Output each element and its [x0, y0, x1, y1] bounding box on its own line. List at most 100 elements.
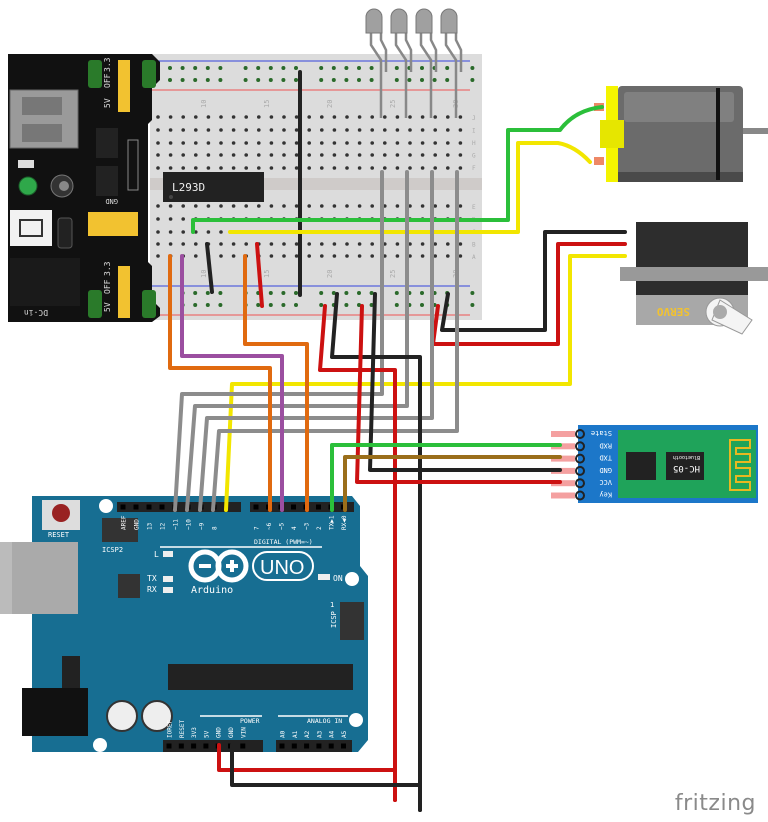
analog-pin[interactable] — [291, 743, 297, 749]
rail-hole — [319, 66, 324, 70]
digital-pin[interactable] — [291, 504, 296, 510]
column-number: 25 — [389, 270, 397, 278]
breadboard-hole — [458, 204, 463, 208]
digital-pin[interactable] — [159, 504, 165, 510]
breadboard-hole — [168, 230, 173, 234]
rail-hole — [319, 78, 324, 82]
bottom-voltage-jumper[interactable] — [118, 266, 130, 318]
power-pin-label: GND — [216, 727, 223, 738]
top-power-pins — [88, 60, 102, 88]
label-5v-bottom: 5V — [103, 302, 112, 312]
wire-green-hc05-rxd[interactable] — [330, 443, 562, 512]
wire-black-rail[interactable] — [330, 292, 422, 812]
hc05-pin[interactable] — [575, 453, 585, 464]
wire-brown-hc05-txd[interactable] — [343, 455, 562, 512]
digital-pin-label: 4 — [291, 526, 298, 530]
gnd-header[interactable] — [88, 212, 138, 236]
breadboard-hole — [395, 166, 400, 170]
reset-button-cap[interactable] — [52, 504, 70, 522]
power-pin[interactable] — [191, 743, 197, 749]
hc05-pin[interactable] — [575, 465, 585, 476]
wire-gray-led-3[interactable] — [198, 170, 434, 512]
power-pin[interactable] — [166, 743, 172, 749]
hc05-pin-lead — [551, 431, 575, 437]
analog-pin[interactable] — [304, 743, 310, 749]
breadboard-hole — [383, 128, 387, 132]
uno-badge — [252, 551, 314, 581]
breadboard-hole — [156, 254, 160, 258]
wire-yellow-servo[interactable] — [224, 254, 627, 512]
column-number: 20 — [326, 100, 334, 108]
wire-red-5v[interactable] — [217, 743, 397, 802]
wire-yellow-motor[interactable] — [228, 141, 592, 234]
led-tx — [163, 576, 173, 582]
digital-pin[interactable] — [253, 504, 259, 510]
analog-pin[interactable] — [341, 743, 346, 749]
digital-pin[interactable] — [146, 504, 152, 510]
wire-black-hc05-gnd[interactable] — [368, 292, 562, 472]
dc-in-jack[interactable] — [10, 258, 80, 306]
led-body — [390, 8, 408, 34]
digital-pin[interactable] — [120, 504, 126, 510]
breadboard-hole — [244, 128, 248, 132]
hc05-pin-lead — [551, 467, 575, 474]
breadboard-hole — [294, 153, 299, 157]
wire-black-gnd[interactable] — [230, 743, 422, 812]
atmega16u2-chip — [118, 574, 140, 598]
hc05-pin[interactable] — [575, 429, 585, 439]
wire-gray-led-2[interactable] — [185, 170, 409, 512]
breadboard-hole — [420, 166, 425, 170]
digital-pin-label: ~6 — [266, 522, 273, 530]
wire-black-gnd-jumper[interactable] — [205, 242, 214, 294]
hc05-pin-label: VCC — [599, 478, 612, 486]
wire-red-rail[interactable] — [318, 304, 397, 802]
hc05-pin[interactable] — [575, 478, 585, 489]
analog-pin[interactable] — [328, 743, 334, 749]
rail-hole — [420, 291, 424, 295]
wire-red-servo[interactable] — [431, 242, 627, 346]
power-pin[interactable] — [178, 743, 184, 749]
column-number: 10 — [200, 270, 208, 278]
breadboard-hole — [370, 128, 375, 132]
switch-knob[interactable] — [59, 181, 69, 191]
breadboard-hole — [156, 217, 160, 221]
digital-header-label: DIGITAL (PWM=~) — [254, 538, 313, 546]
breadboard-hole — [420, 242, 425, 246]
hc05-pin[interactable] — [575, 441, 585, 452]
digital-header-high — [117, 502, 241, 512]
rail-hole — [331, 78, 336, 82]
power-pin-label: IOREF — [167, 720, 174, 738]
analog-pin[interactable] — [279, 743, 285, 749]
wire-purple[interactable] — [180, 254, 284, 512]
breadboard-hole — [383, 141, 387, 145]
rail-hole — [369, 303, 374, 307]
plus-icon-vertical — [230, 560, 234, 572]
wire-orange-2[interactable] — [243, 254, 309, 512]
power-pin[interactable] — [240, 743, 246, 749]
dc-motor — [594, 86, 768, 182]
motor-highlight — [624, 92, 734, 122]
digital-pin[interactable] — [133, 504, 139, 510]
hc05-pin[interactable] — [575, 490, 585, 501]
breadboard-hole — [420, 254, 425, 258]
breadboard-hole — [345, 141, 349, 145]
wire-red-vcc-jumper[interactable] — [255, 242, 264, 308]
breadboard-hole — [332, 115, 337, 119]
power-module-button[interactable] — [10, 210, 52, 246]
power-pin[interactable] — [203, 743, 209, 749]
top-voltage-jumper[interactable] — [118, 60, 130, 112]
column-number: 25 — [389, 100, 397, 108]
digital-pin[interactable] — [316, 504, 321, 510]
breadboard-hole — [219, 242, 223, 246]
breadboard-hole — [168, 217, 173, 221]
breadboard-hole — [156, 128, 160, 132]
hc05-pin-lead — [551, 492, 575, 499]
wire-green-motor[interactable] — [191, 105, 604, 234]
analog-pin[interactable] — [316, 743, 322, 749]
wire-black-servo[interactable] — [440, 230, 627, 332]
led-rx-label: RX — [147, 585, 157, 594]
wire-orange-1[interactable] — [168, 254, 272, 512]
wire-red-hc05-vcc[interactable] — [355, 304, 562, 484]
wire-gray-led-4[interactable] — [211, 170, 459, 512]
